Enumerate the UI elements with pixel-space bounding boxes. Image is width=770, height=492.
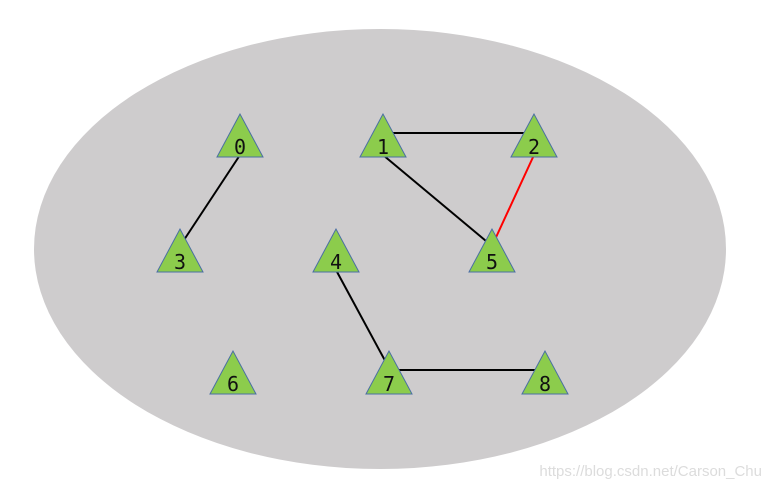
node-5-triangle [468, 227, 516, 273]
node-5: 5 [468, 227, 516, 274]
node-8: 8 [521, 349, 569, 396]
node-8-triangle [521, 349, 569, 395]
nodes-layer: 0 1 2 3 4 5 6 7 8 [156, 112, 569, 396]
node-7: 7 [365, 349, 413, 396]
background-ellipse [34, 29, 726, 469]
node-8-label: 8 [539, 372, 551, 396]
node-7-triangle [365, 349, 413, 395]
node-3-label: 3 [174, 250, 186, 274]
node-3-triangle [156, 227, 204, 273]
node-1: 1 [359, 112, 407, 159]
node-4: 4 [312, 227, 360, 274]
node-1-triangle [359, 112, 407, 158]
node-1-label: 1 [377, 135, 389, 159]
node-2-label: 2 [528, 135, 540, 159]
watermark-text: https://blog.csdn.net/Carson_Chu [539, 463, 762, 480]
edge-2-5 [491, 154, 535, 247]
edges-layer [179, 132, 545, 371]
node-4-triangle [312, 227, 360, 273]
node-0-triangle [216, 112, 264, 158]
node-3: 3 [156, 227, 204, 274]
node-5-label: 5 [486, 250, 498, 274]
node-4-label: 4 [330, 250, 342, 274]
node-6-label: 6 [227, 372, 239, 396]
node-0-label: 0 [234, 135, 246, 159]
node-6-triangle [209, 349, 257, 395]
node-2: 2 [510, 112, 558, 159]
node-6: 6 [209, 349, 257, 396]
edge-0-3 [179, 154, 241, 247]
node-2-triangle [510, 112, 558, 158]
edge-1-5 [382, 154, 493, 247]
node-7-label: 7 [383, 372, 395, 396]
edge-4-7 [335, 269, 390, 369]
node-0: 0 [216, 112, 264, 159]
